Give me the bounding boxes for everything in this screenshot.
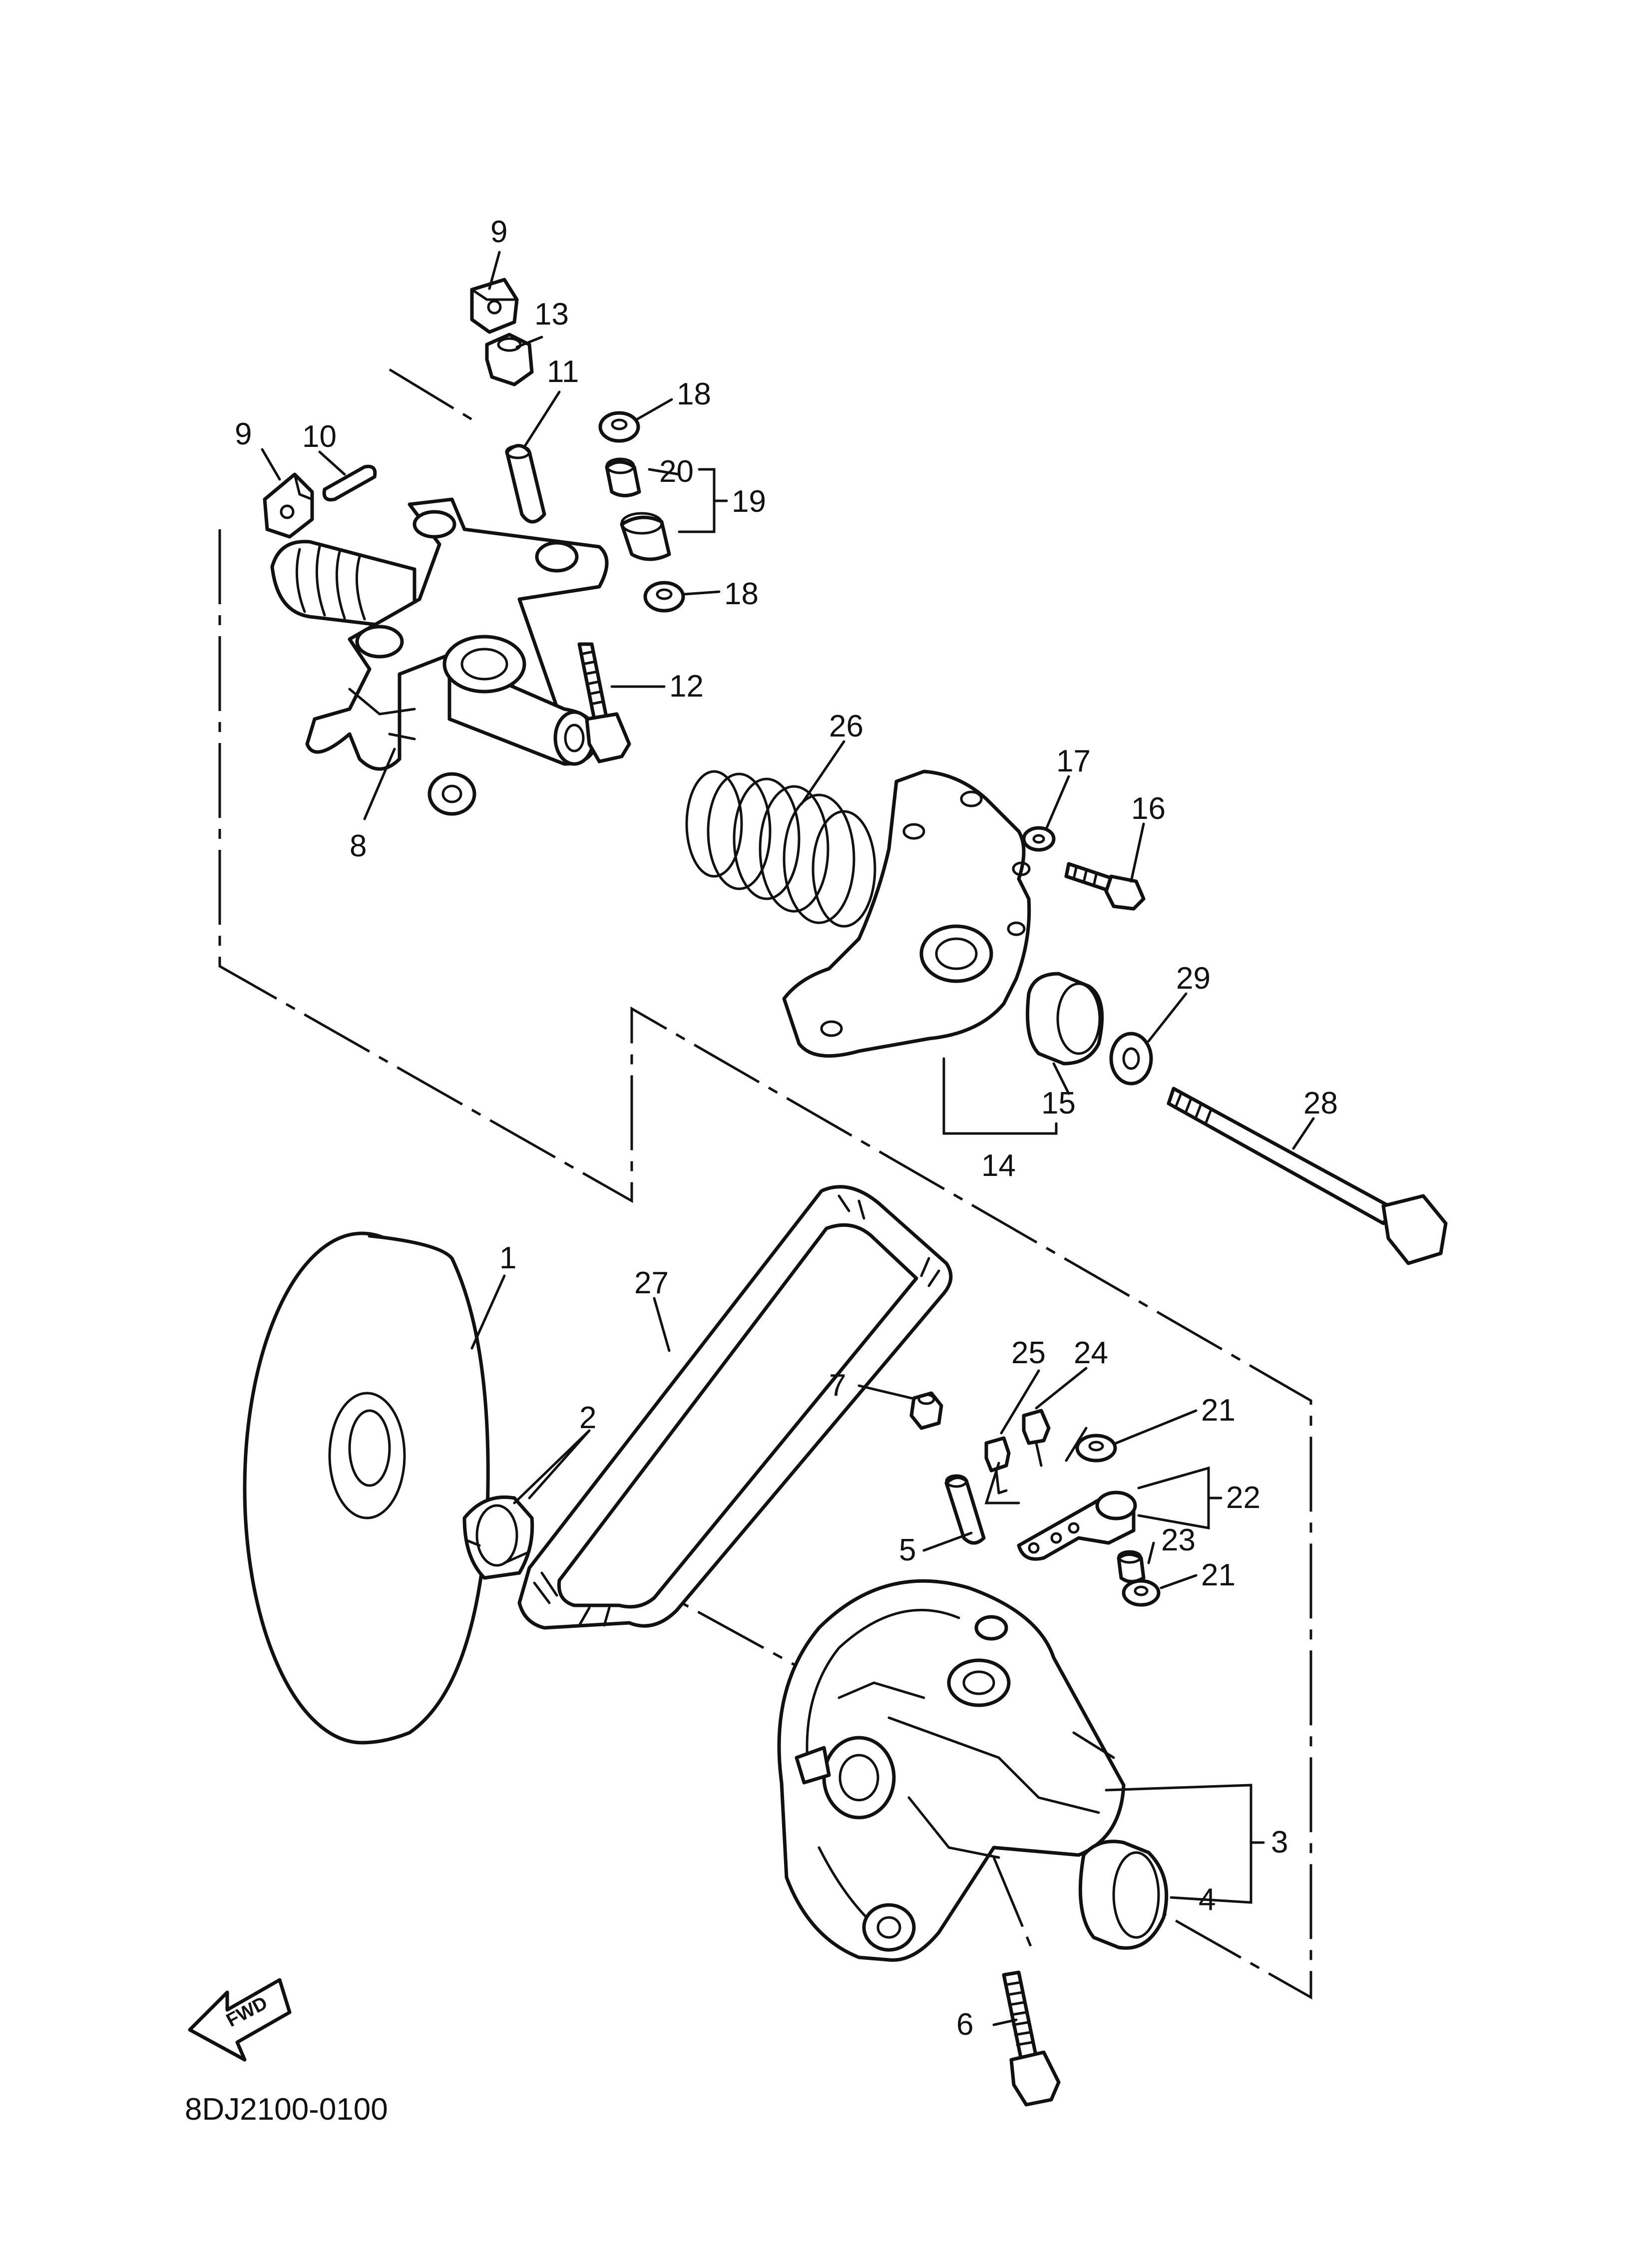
part-5-dowel [944, 1474, 986, 1545]
part-20-bushing [605, 457, 641, 497]
callout-4: 4 [1199, 1882, 1216, 1917]
callout-5: 5 [899, 1533, 916, 1567]
callout-28: 28 [1303, 1086, 1338, 1121]
part-16-bolt [1064, 862, 1146, 911]
fwd-direction-arrow: FWD [188, 1978, 292, 2062]
callout-15: 15 [1041, 1086, 1076, 1121]
part-24-screw [1022, 1409, 1051, 1467]
part-12-bolt [577, 642, 631, 763]
callout-8: 8 [350, 829, 367, 863]
callout-9-upper: 9 [490, 215, 507, 249]
part-10-pin [322, 464, 377, 502]
callout-25: 25 [1011, 1336, 1046, 1370]
callout-23: 23 [1161, 1523, 1196, 1557]
part-3-movable-sheave [777, 1579, 1126, 1962]
callout-18-upper: 18 [677, 377, 711, 411]
callout-1: 1 [499, 1241, 516, 1275]
callout-14: 14 [981, 1148, 1016, 1183]
part-18-washer-lower [643, 581, 685, 613]
part-13-nut [485, 333, 534, 386]
leader-lines [261, 251, 1315, 2026]
callout-12: 12 [669, 669, 704, 704]
callout-10: 10 [302, 419, 337, 454]
part-17-washer [1022, 826, 1056, 852]
callout-17: 17 [1056, 744, 1091, 778]
part-9-left [263, 472, 314, 539]
callout-6: 6 [956, 2007, 973, 2042]
part-14-cover-plate [782, 769, 1031, 1058]
part-15-bushing [1026, 972, 1104, 1066]
callout-numbers: 9 13 11 18 20 19 18 12 9 10 8 26 17 16 2… [235, 215, 1338, 2042]
part-2-collars [462, 1495, 534, 1580]
callout-18-lower: 18 [724, 577, 759, 611]
callout-3: 3 [1271, 1825, 1288, 1860]
callout-19: 19 [732, 484, 766, 519]
part-27-drive-belt [517, 1185, 953, 1630]
part-7-nipple [909, 1391, 943, 1430]
callout-9-left: 9 [235, 417, 252, 451]
callout-13: 13 [534, 297, 569, 332]
callout-20: 20 [659, 454, 694, 489]
part-25-screw [984, 1436, 1011, 1495]
callout-21-upper: 21 [1201, 1393, 1236, 1428]
figure-code: 8DJ2100-0100 [185, 2092, 388, 2127]
callout-16: 16 [1131, 791, 1166, 826]
part-26-spring [685, 770, 876, 928]
part-6-bolt [1002, 1970, 1061, 2107]
part-28-long-bolt [1167, 1087, 1448, 1265]
callout-24: 24 [1074, 1336, 1108, 1370]
part-22-bracket [1017, 1491, 1137, 1561]
part-21-washer-upper [1075, 1434, 1117, 1463]
callout-7: 7 [829, 1368, 846, 1403]
callout-22: 22 [1226, 1481, 1260, 1515]
part-29-washer [1109, 1032, 1153, 1086]
part-11-pin [505, 444, 546, 524]
callout-2: 2 [579, 1401, 596, 1435]
callout-29: 29 [1176, 961, 1211, 996]
part-19-roller [620, 512, 671, 561]
part-18-washer-upper [598, 411, 640, 443]
callout-11: 11 [547, 355, 579, 389]
part-8-spider-hub [270, 497, 609, 816]
part-21-washer-lower [1122, 1579, 1161, 1607]
part-23-collar [1117, 1550, 1146, 1583]
callout-27: 27 [634, 1266, 669, 1300]
callout-21-lower: 21 [1201, 1558, 1236, 1592]
part-4-bushing [1078, 1840, 1169, 1950]
part-9-upper [470, 278, 519, 334]
callout-26: 26 [829, 709, 863, 744]
part-1-fixed-sheave [243, 1231, 490, 1745]
